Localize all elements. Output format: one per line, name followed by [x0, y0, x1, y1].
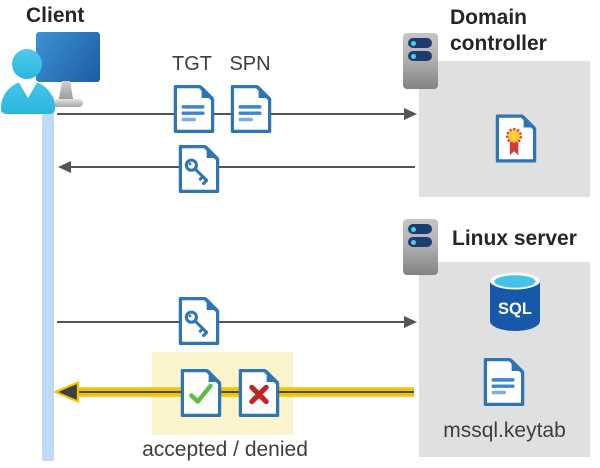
- client-lifeline: [42, 96, 54, 461]
- keytab-document-icon: [483, 357, 525, 407]
- arrow-ticket-from-dc: [70, 166, 415, 168]
- linux-server-title: Linux server: [452, 227, 577, 250]
- arrowhead-left-icon: [58, 161, 71, 173]
- key-document-icon: [178, 296, 220, 346]
- server-drive-bay: [408, 224, 432, 234]
- person-collar: [18, 81, 38, 98]
- keytab-filename-label: mssql.keytab: [443, 419, 566, 442]
- monitor-icon: [36, 32, 100, 82]
- server-led: [411, 53, 416, 59]
- sql-database-icon: SQL: [490, 272, 540, 331]
- client-title: Client: [26, 4, 85, 27]
- monitor-stand: [58, 81, 74, 101]
- spn-label: SPN: [229, 53, 271, 75]
- accepted-denied-label: accepted / denied: [142, 438, 308, 461]
- server-led: [411, 239, 416, 245]
- tgt-document-icon: [173, 84, 215, 134]
- server-drive-bay: [408, 51, 432, 61]
- person-head: [12, 49, 42, 79]
- domain-controller-server-icon: [403, 33, 438, 89]
- server-led: [411, 226, 416, 232]
- certificate-document-icon: [495, 112, 537, 165]
- server-drive-bay: [408, 237, 432, 247]
- linux-server-icon: [403, 219, 438, 275]
- server-drive-bay: [408, 38, 432, 48]
- arrowhead-right-icon: [404, 108, 417, 120]
- tgt-label: TGT: [172, 53, 212, 75]
- denied-cross-document-icon: [238, 368, 280, 418]
- arrowhead-right-icon: [404, 316, 417, 328]
- server-led: [411, 40, 416, 46]
- monitor-base: [47, 99, 83, 107]
- sql-label: SQL: [498, 300, 532, 318]
- arrow-ticket-to-linux: [57, 321, 405, 323]
- spn-document-icon: [230, 84, 272, 134]
- domain-controller-title: Domain controller: [450, 6, 547, 55]
- key-document-icon: [178, 144, 220, 194]
- accepted-check-document-icon: [180, 368, 222, 418]
- arrow-result-to-client: [54, 380, 414, 404]
